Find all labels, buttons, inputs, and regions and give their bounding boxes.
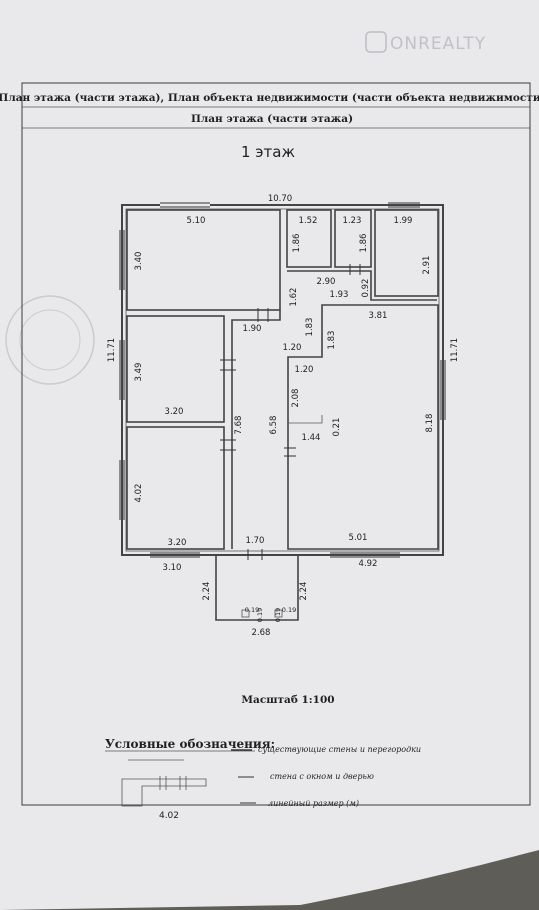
room-bath-2 — [334, 209, 372, 268]
dim-niche-height: 2.08 — [291, 389, 301, 408]
dim-big-room-height: 8.18 — [425, 414, 435, 433]
legend-item-window-door: стена с окном и дверью — [270, 772, 374, 781]
dim-room-tl-width: 5.10 — [187, 216, 206, 226]
legend-sample-drawing — [121, 759, 207, 807]
dim-room-tl-height: 3.40 — [134, 252, 144, 271]
dim-room-bl-width: 3.20 — [168, 538, 187, 548]
dim-bath2-height: 1.86 — [359, 234, 369, 253]
legend-title: Условные обозначения: — [105, 737, 275, 751]
window-marks — [119, 202, 446, 558]
dim-bath1-width: 1.52 — [299, 216, 318, 226]
header-line1: План этажа (части этажа), План объекта н… — [0, 92, 539, 104]
dim-overall-width: 10.70 — [268, 194, 292, 204]
dim-room-ml-width: 3.20 — [165, 407, 184, 417]
dim-corridor-step: 1.62 — [289, 288, 299, 307]
legend: Условные обозначения: существующие стены… — [105, 737, 421, 821]
header-line2: План этажа (части этажа) — [191, 113, 353, 125]
dim-bath2-width: 1.23 — [343, 216, 362, 226]
room-top-right — [374, 209, 439, 297]
legend-sample-dimension: 4.02 — [159, 811, 179, 821]
watermark-logo-icon — [365, 31, 387, 53]
dim-big-room-bottom: 5.01 — [349, 533, 368, 543]
small-hall — [287, 270, 437, 301]
watermark-text: ONREALTY — [390, 34, 486, 54]
header-table: План этажа (части этажа), План объекта н… — [0, 92, 539, 129]
dim-post-a2: 0.19 — [256, 608, 264, 622]
dim-right-height: 11.71 — [450, 338, 460, 362]
room-top-left — [126, 209, 281, 311]
dim-outer-bottom-right: 4.92 — [359, 559, 378, 569]
dim-corridor-right: 6.58 — [269, 416, 279, 435]
dim-room-tr-height: 2.91 — [422, 256, 432, 275]
dim-step-b: 1.83 — [327, 331, 337, 350]
dim-porch-right: 2.24 — [299, 582, 309, 601]
dim-outer-bottom-left: 3.10 — [163, 563, 182, 573]
dim-porch-left: 2.24 — [202, 582, 212, 601]
room-bath-1 — [286, 209, 332, 268]
dim-bath1-height: 1.86 — [292, 234, 302, 253]
dim-step-a: 1.83 — [305, 318, 315, 337]
watermark: ONREALTY — [365, 31, 486, 54]
dim-porch-width: 2.68 — [252, 628, 271, 638]
dim-post-b2: 0.19 — [282, 606, 296, 614]
dim-big-room-width: 3.81 — [369, 311, 388, 321]
legend-item-walls: существующие стены и перегородки — [258, 745, 421, 754]
porch — [215, 555, 299, 621]
dim-small-corridor: 2.90 — [317, 277, 336, 287]
dim-left-height: 11.71 — [107, 338, 117, 362]
document-frame — [21, 82, 531, 806]
corridor-step — [231, 310, 281, 549]
dim-corridor-bottom: 1.70 — [246, 536, 265, 546]
room-big-right — [287, 304, 439, 550]
dim-room-bl-height: 4.02 — [134, 484, 144, 503]
room-mid-left — [126, 315, 225, 423]
floor-title: 1 этаж — [241, 143, 295, 161]
dim-corridor-x1: 1.20 — [283, 343, 302, 353]
floor-plan — [119, 202, 446, 621]
dim-room-ml-height: 3.49 — [134, 363, 144, 382]
dim-post-a1: 0.19 — [245, 606, 259, 614]
dim-hall-small: 0.92 — [361, 279, 371, 298]
dim-post-b1: 0.19 — [274, 608, 282, 622]
dim-corridor-left: 7.68 — [234, 416, 244, 435]
scale-label: Масштаб 1:100 — [241, 694, 334, 706]
dimension-labels: 10.70 11.71 11.71 5.10 3.40 1.52 1.86 1.… — [107, 194, 460, 638]
dim-corridor-width: 1.90 — [243, 324, 262, 334]
dim-corridor-x2: 1.20 — [295, 365, 314, 375]
dim-niche-width: 1.44 — [302, 433, 321, 443]
dim-hall-top: 1.93 — [330, 290, 349, 300]
dim-room-tr-width: 1.99 — [394, 216, 413, 226]
faded-stamp — [5, 295, 95, 385]
room-bottom-left — [126, 426, 225, 550]
dim-niche-depth: 0.21 — [332, 418, 342, 437]
legend-item-dimension: линейный размер (м) — [268, 799, 359, 808]
door-marks — [220, 264, 361, 560]
outer-walls — [121, 204, 444, 556]
